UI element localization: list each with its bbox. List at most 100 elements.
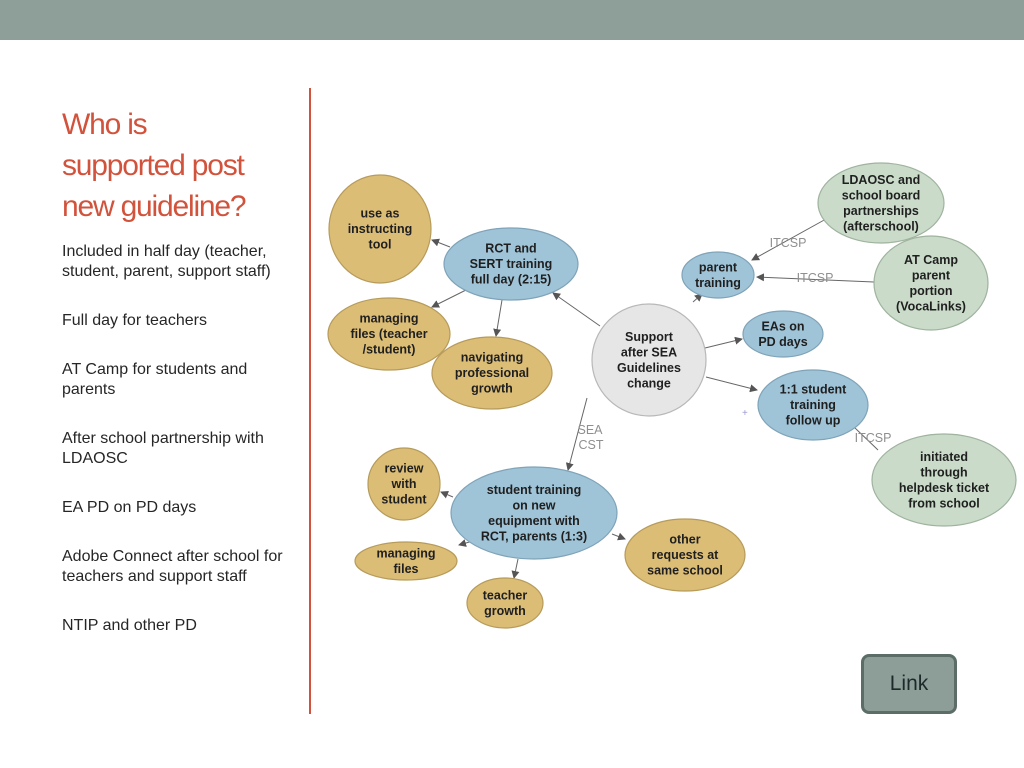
slide-title: Who is supported post new guideline? xyxy=(62,104,302,227)
node-label: equipment with xyxy=(488,514,580,528)
node-label: managing xyxy=(359,312,418,326)
node-label: review xyxy=(385,462,424,476)
node-label: /student) xyxy=(363,343,416,357)
link-button[interactable]: Link xyxy=(861,654,957,714)
node-ellipse xyxy=(450,466,618,560)
bullet-item: NTIP and other PD xyxy=(62,617,197,634)
node-label: RCT and xyxy=(485,242,536,256)
node-label: change xyxy=(627,376,671,390)
edge-label: SEA xyxy=(577,423,603,437)
node-label: navigating xyxy=(461,351,524,365)
node-label: helpdesk ticket xyxy=(899,481,990,495)
node-ellipse xyxy=(367,447,441,521)
node-label: RCT, parents (1:3) xyxy=(481,529,587,543)
node-ellipse xyxy=(466,577,544,629)
node-label: PD days xyxy=(758,335,807,349)
node-eas: EAs on PD days xyxy=(742,310,824,358)
node-label: 1:1 student xyxy=(780,383,848,397)
node-label: follow up xyxy=(786,414,841,428)
node-label: portion xyxy=(909,284,952,298)
edge-line xyxy=(854,427,879,451)
edge-arrow xyxy=(431,289,467,308)
node-label: full day (2:15) xyxy=(471,273,552,287)
node-parent-training: parent training xyxy=(681,251,755,299)
node-label: through xyxy=(920,465,967,479)
node-label: initiated xyxy=(920,450,968,464)
node-ellipse xyxy=(431,336,553,410)
bullet-list: Included in half day (teacher, student, … xyxy=(62,242,294,665)
node-label: school board xyxy=(842,188,920,202)
node-label: tool xyxy=(369,238,392,252)
node-label: other xyxy=(669,533,700,547)
bullet-item: After school partnership with LDAOSC xyxy=(62,430,264,467)
title-line: Who is xyxy=(62,108,148,141)
edge-label: ITCSP xyxy=(797,271,834,285)
edge-arrow xyxy=(756,273,875,283)
node-label: SERT training xyxy=(470,257,553,271)
edge-arrow xyxy=(440,491,454,499)
node-label: professional xyxy=(455,366,529,380)
node-ellipse xyxy=(328,174,432,284)
node-ellipse xyxy=(443,227,579,301)
edge-arrow xyxy=(705,376,758,393)
node-label: (VocaLinks) xyxy=(896,299,966,313)
edge-arrow xyxy=(511,558,520,579)
node-label: parent xyxy=(912,268,951,282)
node-ellipse xyxy=(757,369,869,441)
node-label: growth xyxy=(484,604,526,618)
node-label: partnerships xyxy=(843,204,919,218)
edge-arrow xyxy=(493,299,503,337)
node-label: student xyxy=(381,493,427,507)
node-teacher-growth: teacher growth xyxy=(466,577,544,629)
node-label: on new xyxy=(512,498,555,512)
title-line: new guideline? xyxy=(62,190,247,223)
node-label: Guidelines xyxy=(617,361,681,375)
edge-label: ITCSP xyxy=(855,431,892,445)
node-label: student training xyxy=(487,483,581,497)
node-label: use as xyxy=(361,207,400,221)
node-label: teacher xyxy=(483,588,528,602)
node-label: same school xyxy=(647,564,723,578)
plus-mark: + xyxy=(742,408,748,419)
bullet-item: AT Camp for students and parents xyxy=(62,361,248,398)
node-ellipse xyxy=(873,235,989,331)
node-ellipse xyxy=(871,433,1017,527)
bullet-item: Adobe Connect after school for teachers … xyxy=(62,548,283,585)
node-ellipse xyxy=(681,251,755,299)
edges-layer xyxy=(431,218,879,579)
node-label: from school xyxy=(908,496,980,510)
node-label: files (teacher xyxy=(350,327,427,341)
bullet-item: Included in half day (teacher, student, … xyxy=(62,243,271,280)
edge-arrow xyxy=(751,218,827,261)
node-label: training xyxy=(695,276,741,290)
node-label: managing xyxy=(376,546,435,560)
node-label: training xyxy=(790,398,836,412)
node-label: (afterschool) xyxy=(843,219,919,233)
node-ellipse xyxy=(327,297,451,371)
node-ellipse xyxy=(354,541,458,581)
node-label: instructing xyxy=(348,222,413,236)
edge-arrow xyxy=(431,238,451,248)
node-ellipse xyxy=(742,310,824,358)
node-managing-files: managing files xyxy=(354,541,458,581)
node-label: growth xyxy=(471,382,513,396)
edge-arrow xyxy=(552,292,601,327)
node-label: files xyxy=(393,562,418,576)
node-label: EAs on xyxy=(761,319,804,333)
bullet-item: Full day for teachers xyxy=(62,312,207,329)
node-label: parent xyxy=(699,260,738,274)
node-label: after SEA xyxy=(621,345,677,359)
node-label: with xyxy=(391,477,417,491)
node-label: requests at xyxy=(652,548,720,562)
edge-arrow xyxy=(565,397,588,471)
